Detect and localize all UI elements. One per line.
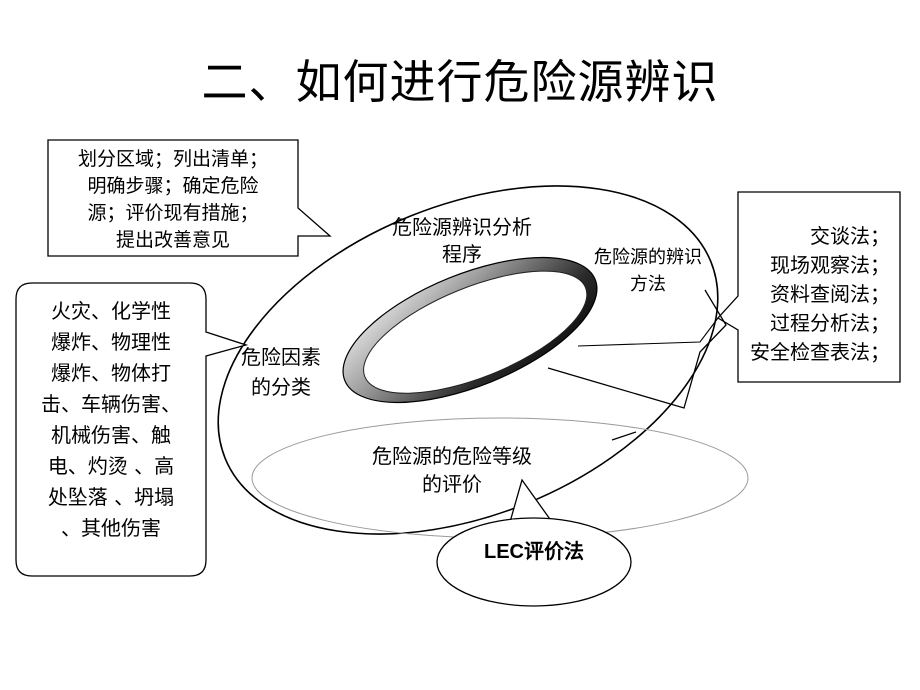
callout-left-line: 电、灼烫 、高 <box>47 454 175 478</box>
callout-left-line: 爆炸、物体打 <box>51 361 171 385</box>
callout-bottom-ellipse <box>436 517 632 607</box>
callout-left-box <box>15 282 249 577</box>
label-classification-line: 危险因素 <box>241 345 321 369</box>
callout-right-text: 交谈法； 现场观察法； 资料查阅法； 过程分析法； 安全检查表法； <box>738 222 890 367</box>
label-procedure-line: 危险源辨识分析 <box>392 215 532 239</box>
label-methods-line: 方法 <box>630 274 666 295</box>
callout-top-left-box <box>47 139 332 257</box>
callout-top-left-line: 划分区域；列出清单； <box>77 148 268 170</box>
callout-left-text: 火灾、化学性 爆炸、物理性 爆炸、物体打 击、车辆伤害、 机械伤害、触 电、灼烫… <box>18 296 204 544</box>
callout-left-line: 爆炸、物理性 <box>51 330 171 354</box>
page-title: 二、如何进行危险源辨识 <box>201 55 719 109</box>
label-classification: 危险因素 的分类 <box>226 342 336 402</box>
label-grading: 危险源的危险等级 的评价 <box>334 442 570 498</box>
callout-left-line: 击、车辆伤害、 <box>41 392 181 416</box>
center-ring <box>342 256 598 404</box>
label-methods: 危险源的辨识 方法 <box>578 244 718 298</box>
callout-top-left-line: 源；评价现有措施； <box>87 202 259 224</box>
callout-left-line: 机械伤害、触 <box>51 423 171 447</box>
callout-bottom-box <box>509 478 553 523</box>
label-classification-line: 的分类 <box>251 375 311 399</box>
label-methods-line: 危险源的辨识 <box>594 247 702 268</box>
callout-left-line: 火灾、化学性 <box>51 299 171 323</box>
callout-right-line: 安全检查表法； <box>750 340 890 364</box>
label-procedure: 危险源辨识分析 程序 <box>362 214 562 268</box>
label-procedure-line: 程序 <box>442 242 482 266</box>
callout-right-box <box>716 191 901 383</box>
callout-left-line: 处坠落 、坍塌 <box>47 485 175 509</box>
connector-methods <box>547 289 727 409</box>
callout-top-left-text: 划分区域；列出清单； 明确步骤；确定危险 源；评价现有措施； 提出改善意见 <box>50 146 296 254</box>
callout-bottom-text: LEC评价法 <box>484 541 584 563</box>
callout-right-line: 资料查阅法； <box>770 282 890 306</box>
outer-ellipse-tick <box>611 431 637 441</box>
callout-top-left-line: 明确步骤；确定危险 <box>87 175 259 197</box>
callout-left-line: 、其他伤害 <box>61 516 161 540</box>
connector-methods-2 <box>577 317 719 347</box>
callout-top-left-line: 提出改善意见 <box>115 229 230 251</box>
outer-ellipse-gap <box>577 174 591 182</box>
callout-right-line: 现场观察法； <box>770 253 890 277</box>
callout-right-line: 过程分析法； <box>770 311 890 335</box>
label-grading-line: 的评价 <box>422 472 482 496</box>
callout-right-line: 交谈法； <box>810 224 890 248</box>
label-grading-line: 危险源的危险等级 <box>372 444 532 468</box>
